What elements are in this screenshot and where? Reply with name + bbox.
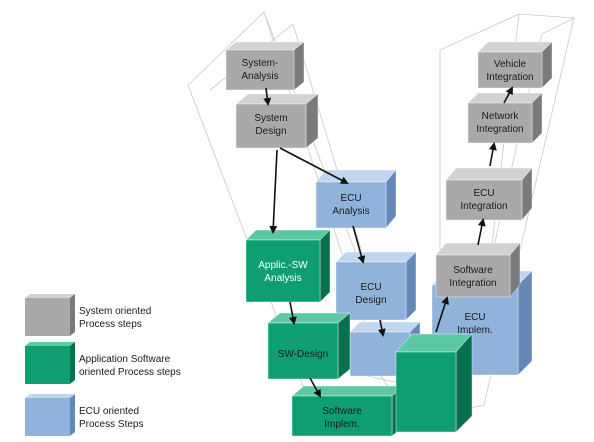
block-applic-sw-analysis-top-face	[245, 229, 331, 241]
block-ecu-integration-label-2: Integration	[460, 201, 507, 212]
arrow-system-design-to-applic-sw	[269, 149, 278, 234]
block-sw-design-label-1: SW-Design	[278, 349, 328, 360]
block-system-analysis-side-face	[293, 41, 305, 91]
block-sw-design-side-face	[337, 312, 351, 380]
block-applic-sw-analysis-label-2: Analysis	[264, 273, 301, 284]
legend-ecu-label-1: ECU oriented	[79, 406, 139, 417]
legend-system-swatch-side	[70, 294, 75, 336]
block-vehicle-integration-top-face	[477, 41, 553, 53]
block-ecu-analysis-label-1: ECU	[340, 193, 361, 204]
block-software-integration-label-2: Integration	[449, 278, 496, 289]
block-system-design-label-2: Design	[255, 126, 286, 137]
block-vehicle-integration-front-face	[477, 51, 543, 89]
arrow-system-design-to-ecu-analysis	[279, 147, 349, 184]
software-implem-upright-slab	[395, 333, 473, 433]
block-ecu-design-side-face	[405, 251, 417, 321]
legend-application-swatch-side	[70, 342, 75, 384]
block-applic-sw-analysis-front-face	[245, 239, 321, 303]
block-ecu-integration-front-face	[445, 179, 523, 221]
legend-application-label-2: oriented Process steps	[79, 367, 181, 378]
block-software-implem-label-1: Software	[322, 406, 362, 417]
block-system-analysis-label-2: Analysis	[241, 71, 278, 82]
arrow-network-integration-to-vehicle-integration	[503, 86, 513, 104]
arrow-ecu-integration-to-network-integration	[488, 142, 497, 167]
arrow-ecu-implem-to-software-integration	[435, 296, 449, 333]
block-applic-sw-analysis-side-face	[319, 229, 331, 303]
block-system-design-top-face	[235, 93, 319, 105]
arrow-system-analysis-to-design	[263, 87, 272, 106]
block-applic-sw-analysis-label-1: Applic.-SW	[258, 260, 308, 271]
legend-system-label-2: Process steps	[79, 319, 142, 330]
block-system-analysis: System- Analysis	[225, 41, 305, 91]
block-system-design-front-face	[235, 103, 307, 149]
legend-ecu-swatch-side	[70, 394, 75, 436]
block-ecu-integration-label-1: ECU	[473, 188, 494, 199]
legend-application-swatch-top	[25, 342, 75, 346]
block-network-integration-label-1: Network	[482, 111, 520, 122]
block-network-integration-label-2: Integration	[476, 124, 523, 135]
legend-application-label-1: Application Software	[79, 354, 171, 365]
arrow-ecu-analysis-to-ecu-design	[352, 225, 366, 264]
legend-ecu-label-2: Process Steps	[79, 419, 143, 430]
legend-application: Application Software oriented Process ste…	[25, 342, 181, 384]
block-software-implem-front-face	[291, 395, 393, 437]
legend-ecu-swatch	[25, 398, 70, 436]
block-ecu-implem-side-face	[517, 270, 533, 376]
block-system-analysis-label-1: System-	[242, 58, 279, 69]
arrow-ecu-design-to-implem	[377, 319, 386, 337]
block-ecu-design-label-1: ECU	[360, 282, 381, 293]
block-ecu-analysis-front-face	[315, 181, 387, 229]
block-ecu-integration-top-face	[445, 167, 533, 181]
block-vehicle-integration-label-2: Integration	[486, 72, 533, 83]
legend-application-swatch	[25, 346, 70, 384]
arrow-sw-design-to-software-implem	[309, 377, 321, 398]
block-software-integration-label-1: Software	[453, 265, 493, 276]
block-software-implem-top-face	[291, 385, 405, 397]
block-vehicle-integration-label-1: Vehicle	[494, 59, 527, 70]
ecu-design-base-top-face	[349, 321, 421, 333]
block-sw-design-front-face	[267, 322, 339, 380]
block-applic-sw-analysis: Applic.-SW Analysis	[245, 229, 331, 303]
block-ecu-implem-label-1: ECU	[464, 312, 485, 323]
flow-arrows	[263, 86, 513, 398]
block-system-analysis-top-face	[225, 41, 305, 51]
legend-system-label-1: System oriented	[79, 306, 151, 317]
block-ecu-design-label-2: Design	[355, 295, 386, 306]
block-sw-design-top-face	[267, 312, 351, 324]
block-network-integration-front-face	[467, 102, 533, 144]
block-ecu-analysis-top-face	[315, 169, 397, 183]
block-ecu-implem-label-2: Implem.	[457, 325, 493, 336]
arrow-applic-sw-to-sw-design	[288, 301, 297, 325]
legend-ecu-swatch-top	[25, 394, 75, 398]
block-system-analysis-front-face	[225, 49, 295, 91]
legend-system-swatch-top	[25, 294, 75, 298]
block-software-implem-label-2: Implem.	[324, 419, 360, 430]
process-blocks: System-AnalysisSystemDesignECUAnalysisAp…	[225, 41, 553, 437]
block-ecu-integration: ECU Integration	[445, 167, 533, 221]
block-ecu-analysis-label-2: Analysis	[332, 206, 369, 217]
block-sw-design: SW-Design	[267, 312, 351, 380]
block-ecu-analysis: ECU Analysis	[315, 169, 397, 229]
arrow-software-integration-to-ecu-integration	[477, 218, 486, 246]
block-system-design-label-1: System	[254, 113, 287, 124]
block-ecu-design: ECU Design	[335, 251, 417, 321]
legend-system-swatch	[25, 298, 70, 336]
block-ecu-design-top-face	[335, 251, 417, 263]
slab-front-face	[395, 351, 457, 433]
block-software-integration-front-face	[435, 254, 511, 298]
block-ecu-design-front-face	[335, 261, 407, 321]
